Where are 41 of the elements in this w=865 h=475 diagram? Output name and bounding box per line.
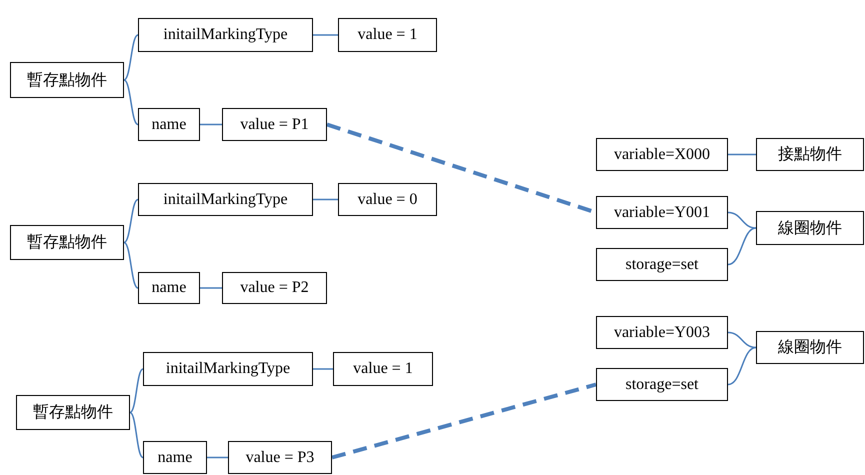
label-box: variable=Y001 bbox=[596, 196, 728, 229]
connector-line bbox=[130, 412, 144, 458]
label-box: storage=set bbox=[596, 248, 728, 281]
label-box: 暫存點物件 bbox=[10, 62, 124, 98]
label-box: storage=set bbox=[596, 368, 728, 401]
label-box: name bbox=[138, 272, 200, 304]
connector-line bbox=[728, 227, 756, 266]
connector-line bbox=[207, 456, 228, 458]
label-box: initailMarkingType bbox=[138, 183, 313, 216]
connector-line bbox=[124, 242, 138, 289]
label-box: value = 1 bbox=[333, 352, 433, 386]
label-box: 線圈物件 bbox=[756, 211, 864, 245]
label-box: value = P1 bbox=[222, 108, 327, 141]
connector-line bbox=[124, 34, 138, 81]
connector-line bbox=[124, 198, 138, 244]
connector-line bbox=[728, 346, 756, 386]
label-box: value = 0 bbox=[338, 183, 437, 216]
label-box: variable=X000 bbox=[596, 138, 728, 171]
connector-line bbox=[200, 124, 222, 126]
label-box: name bbox=[143, 441, 207, 474]
label-box: 接點物件 bbox=[756, 138, 864, 171]
connector-line bbox=[130, 368, 144, 414]
connector-line bbox=[124, 79, 138, 126]
connector-line bbox=[728, 154, 756, 156]
dashed-connector bbox=[331, 382, 597, 460]
label-box: value = P3 bbox=[228, 441, 332, 474]
label-box: name bbox=[138, 108, 200, 141]
connector-line bbox=[313, 34, 338, 36]
connector-line bbox=[313, 368, 333, 370]
connector-line bbox=[313, 198, 338, 200]
label-box: 暫存點物件 bbox=[10, 225, 124, 260]
label-box: 暫存點物件 bbox=[16, 395, 130, 430]
label-box: variable=Y003 bbox=[596, 316, 728, 349]
label-box: value = P2 bbox=[222, 272, 327, 304]
label-box: value = 1 bbox=[338, 18, 437, 52]
label-box: 線圈物件 bbox=[756, 331, 864, 364]
connector-line bbox=[728, 212, 756, 229]
connector-line bbox=[728, 332, 756, 348]
label-box: initailMarkingType bbox=[143, 352, 313, 386]
connector-line bbox=[200, 287, 222, 289]
label-box: initailMarkingType bbox=[138, 18, 313, 52]
